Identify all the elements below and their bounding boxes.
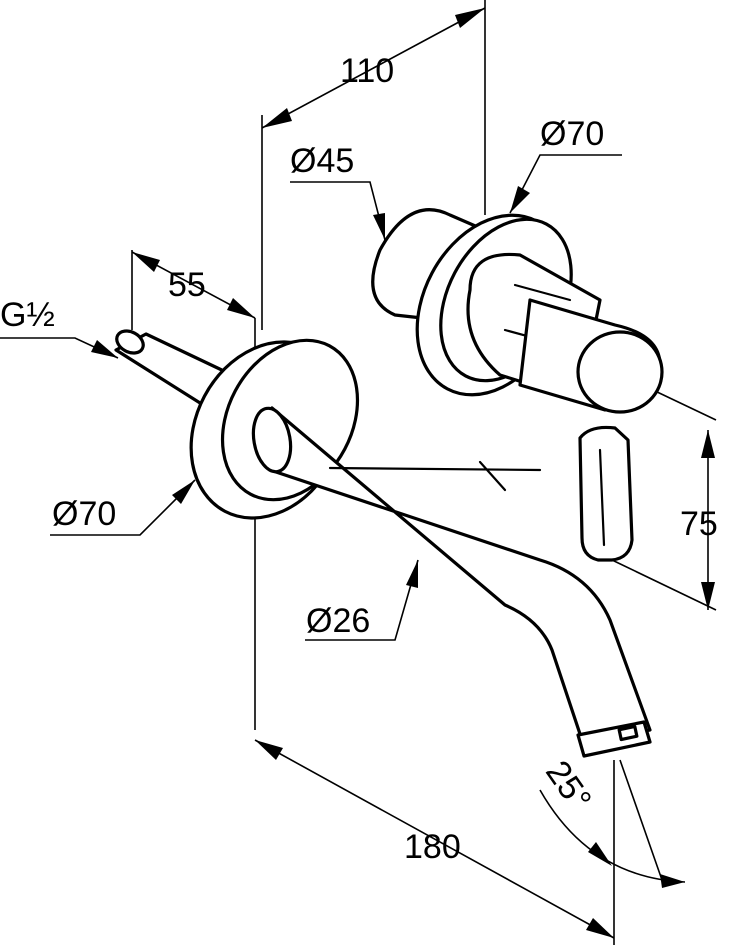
dim-thread-label: G½: [0, 296, 55, 334]
aerator: [576, 720, 652, 758]
dim-110-label: 110: [340, 52, 394, 90]
dim-d45-label: Ø45: [290, 142, 354, 180]
dim-d70-handle-label: Ø70: [540, 115, 604, 153]
dim-75-label: 75: [680, 505, 718, 543]
dimension-lines: [0, 7, 715, 939]
connection-pipe: [114, 329, 228, 410]
dim-180-label: 180: [404, 828, 461, 866]
dim-d70-spout-label: Ø70: [52, 495, 116, 533]
handle-lever: [578, 425, 634, 562]
mixer-assembly: [371, 208, 664, 562]
dim-d26-label: Ø26: [306, 602, 370, 640]
spout-assembly: [114, 329, 652, 758]
spout-body: [251, 406, 652, 758]
dim-angle-label: 25°: [538, 754, 599, 818]
dim-55-label: 55: [168, 266, 206, 304]
handle-knob: [518, 298, 664, 414]
